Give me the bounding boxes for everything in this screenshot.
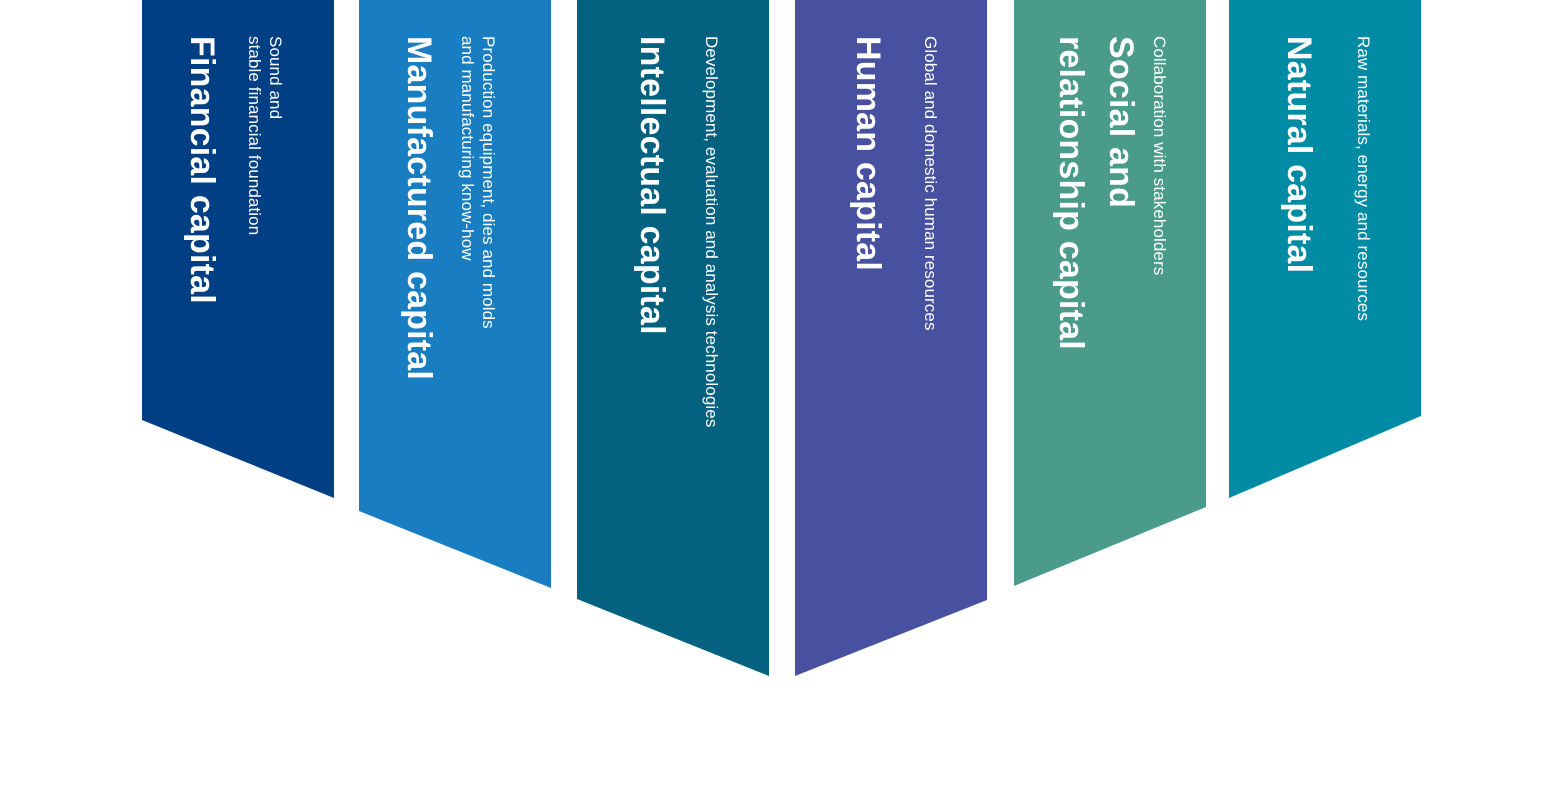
banner-financial-description: Sound and stable financial foundation bbox=[245, 36, 285, 236]
banner-manufactured-shape bbox=[359, 0, 551, 588]
banner-human-capital: Human capital Global and domestic human … bbox=[795, 0, 987, 676]
banner-financial-title: Financial capital bbox=[183, 36, 221, 304]
banner-social-fill bbox=[1014, 0, 1206, 586]
banner-intellectual-title: Intellectual capital bbox=[633, 36, 671, 335]
banner-social-description: Collaboration with stakeholders bbox=[1150, 36, 1169, 276]
banner-natural-title: Natural capital bbox=[1280, 36, 1318, 274]
banner-social-shape bbox=[1014, 0, 1206, 586]
banner-manufactured-capital: Manufactured capital Production equipmen… bbox=[359, 0, 551, 588]
banner-financial-capital: Financial capital Sound and stable finan… bbox=[142, 0, 334, 498]
banner-human-title: Human capital bbox=[849, 36, 887, 271]
banner-manufactured-title: Manufactured capital bbox=[400, 36, 438, 381]
banner-manufactured-description: Production equipment, dies and molds and… bbox=[458, 36, 498, 329]
banner-human-fill bbox=[795, 0, 987, 676]
banner-intellectual-fill bbox=[577, 0, 769, 676]
banner-human-shape bbox=[795, 0, 987, 676]
banner-natural-fill bbox=[1229, 0, 1421, 498]
banner-intellectual-capital: Intellectual capital Development, evalua… bbox=[577, 0, 769, 676]
banner-natural-description: Raw materials, energy and resources bbox=[1354, 36, 1373, 322]
banner-natural-shape bbox=[1229, 0, 1421, 498]
banner-manufactured-fill bbox=[359, 0, 551, 588]
banner-human-description: Global and domestic human resources bbox=[921, 36, 940, 331]
banner-financial-shape bbox=[142, 0, 334, 498]
banner-intellectual-shape bbox=[577, 0, 769, 676]
banner-financial-fill bbox=[142, 0, 334, 498]
banner-intellectual-description: Development, evaluation and analysis tec… bbox=[702, 36, 721, 428]
banner-social-title: Social and relationship capital bbox=[1052, 36, 1140, 350]
banner-social-relationship-capital: Social and relationship capital Collabor… bbox=[1014, 0, 1206, 586]
banner-natural-capital: Natural capital Raw materials, energy an… bbox=[1229, 0, 1421, 498]
